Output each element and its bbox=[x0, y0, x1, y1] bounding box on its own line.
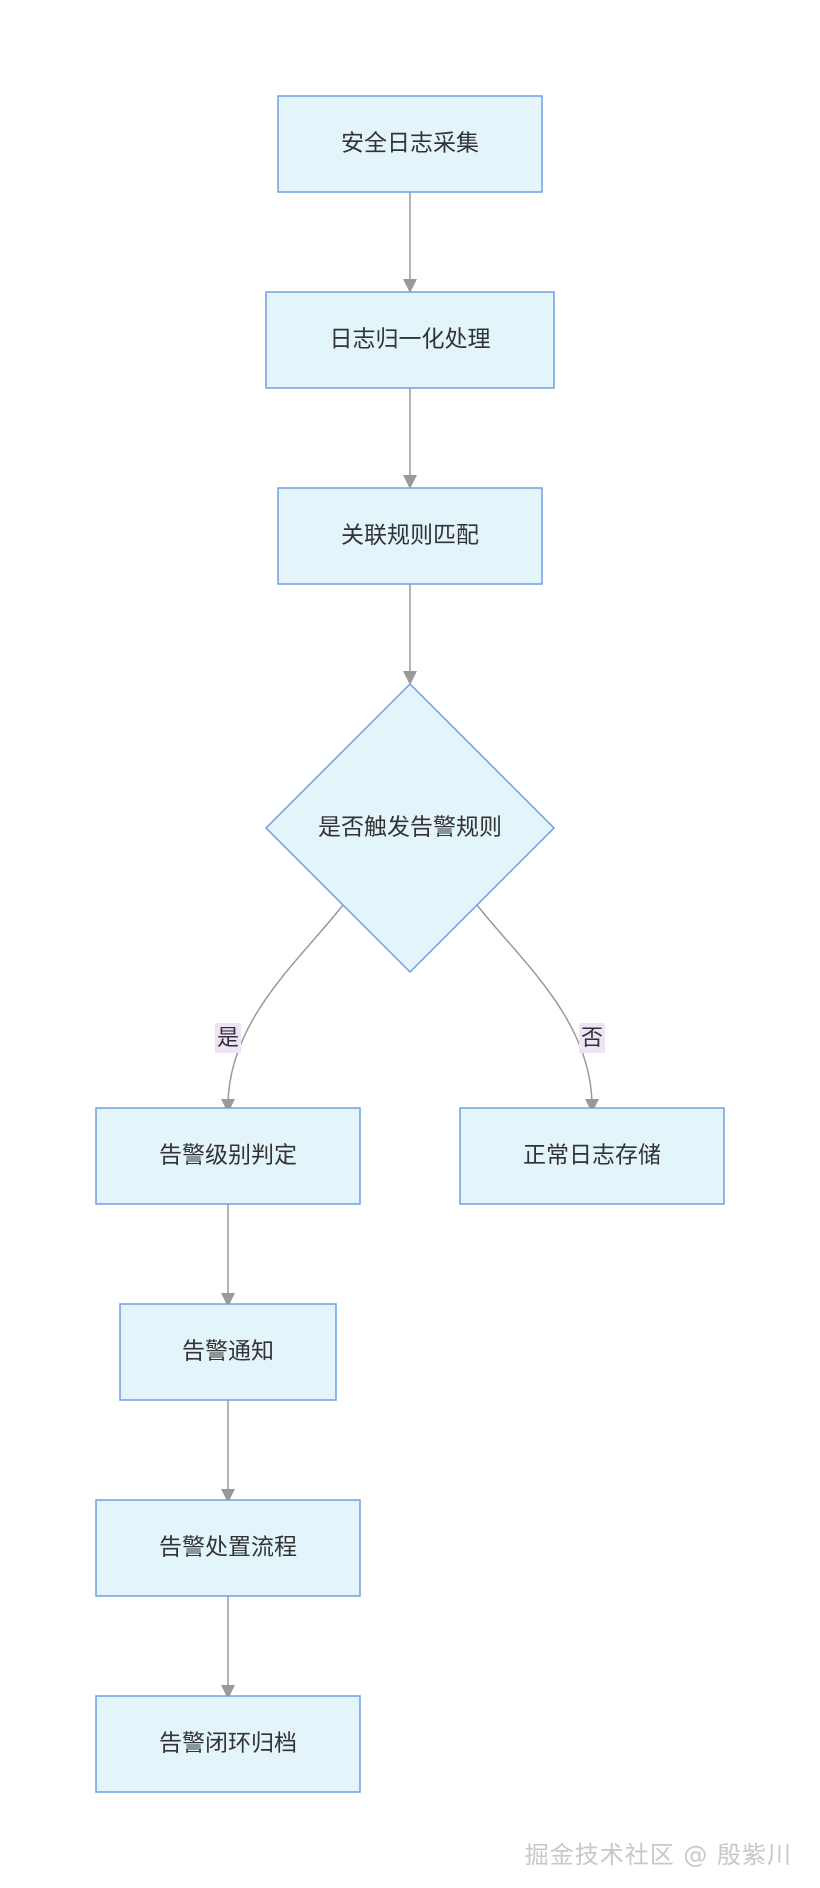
node-collect: 安全日志采集 bbox=[277, 95, 543, 193]
node-correlate-label: 关联规则匹配 bbox=[341, 523, 479, 549]
node-notify-label: 告警通知 bbox=[182, 1339, 274, 1365]
watermark: 掘金技术社区 @ 殷紫川 bbox=[524, 1841, 792, 1869]
node-normalize-label: 日志归一化处理 bbox=[330, 327, 491, 353]
node-correlate: 关联规则匹配 bbox=[277, 487, 543, 585]
edge-decision-store bbox=[476, 904, 599, 1113]
node-notify: 告警通知 bbox=[119, 1303, 337, 1401]
edge-label-no-text: 否 bbox=[581, 1026, 603, 1051]
node-level-label: 告警级别判定 bbox=[159, 1143, 297, 1169]
node-decision-label: 是否触发告警规则 bbox=[318, 815, 502, 841]
node-handle-label: 告警处置流程 bbox=[159, 1535, 297, 1561]
node-normalize: 日志归一化处理 bbox=[265, 291, 555, 389]
edges bbox=[221, 192, 599, 1699]
edge-label-yes: 是 bbox=[215, 1023, 241, 1053]
node-decision: 是否触发告警规则 bbox=[264, 682, 556, 974]
edge-label-yes-text: 是 bbox=[217, 1026, 239, 1051]
node-archive: 告警闭环归档 bbox=[95, 1695, 361, 1793]
node-archive-label: 告警闭环归档 bbox=[159, 1731, 297, 1757]
node-store: 正常日志存储 bbox=[459, 1107, 725, 1205]
edge-decision-level bbox=[221, 904, 344, 1113]
node-level: 告警级别判定 bbox=[95, 1107, 361, 1205]
node-collect-label: 安全日志采集 bbox=[341, 131, 479, 157]
node-handle: 告警处置流程 bbox=[95, 1499, 361, 1597]
edge-label-no: 否 bbox=[579, 1023, 605, 1053]
node-store-label: 正常日志存储 bbox=[523, 1143, 661, 1169]
